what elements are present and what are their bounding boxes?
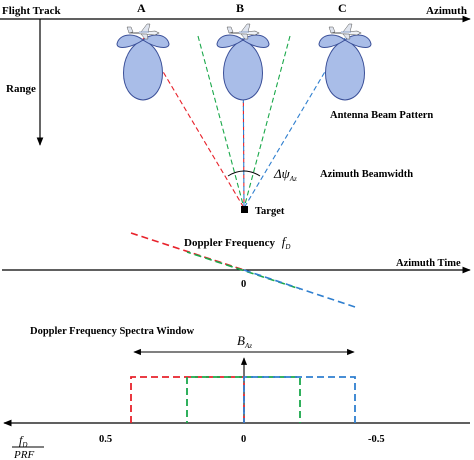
flight-track-label: Flight Track bbox=[2, 5, 61, 17]
beamwidth-arc bbox=[227, 170, 261, 177]
bandwidth-symbol: BAz bbox=[237, 333, 252, 350]
target-label: Target bbox=[255, 206, 285, 217]
beam-line-b-green-right-ray bbox=[243, 35, 291, 209]
doppler-segment-blue bbox=[243, 269, 356, 308]
antenna-beam-c bbox=[318, 34, 372, 101]
beam-line-b-green-left-ray bbox=[197, 35, 245, 209]
delta-psi-symbol: ΔψAz bbox=[273, 166, 297, 183]
normalized-frequency-fraction: fD PRF bbox=[12, 433, 44, 460]
svg-text:PRF: PRF bbox=[13, 449, 34, 460]
position-label-a: A bbox=[137, 1, 146, 15]
spectrum-window-green bbox=[186, 376, 301, 423]
svg-text:fD: fD bbox=[19, 433, 27, 449]
tick-label-0: 0 bbox=[241, 434, 246, 445]
antenna-beams bbox=[116, 34, 372, 101]
position-label-b: B bbox=[236, 1, 244, 15]
antenna-beam-b bbox=[216, 34, 270, 101]
middle-zero-label: 0 bbox=[241, 279, 246, 290]
doppler-frequency-label: Doppler Frequency fD bbox=[184, 234, 290, 251]
target-marker bbox=[241, 206, 248, 213]
antenna-beam-pattern-label: Antenna Beam Pattern bbox=[330, 110, 433, 121]
spectrum-window-blue bbox=[243, 376, 356, 423]
spectra-windows bbox=[130, 376, 356, 423]
azimuth-time-label: Azimuth Time bbox=[396, 258, 461, 269]
antenna-beam-a bbox=[116, 34, 170, 101]
spectra-window-label: Doppler Frequency Spectra Window bbox=[30, 326, 194, 337]
tick-label-neg-0.5: -0.5 bbox=[368, 434, 385, 445]
tick-label-0.5: 0.5 bbox=[99, 434, 112, 445]
azimuth-beamwidth-label: Azimuth Beamwidth bbox=[320, 169, 413, 180]
position-label-c: C bbox=[338, 1, 347, 15]
doppler-history-line bbox=[130, 232, 356, 308]
range-axis-label: Range bbox=[6, 83, 36, 95]
azimuth-axis-label: Azimuth bbox=[426, 5, 467, 17]
